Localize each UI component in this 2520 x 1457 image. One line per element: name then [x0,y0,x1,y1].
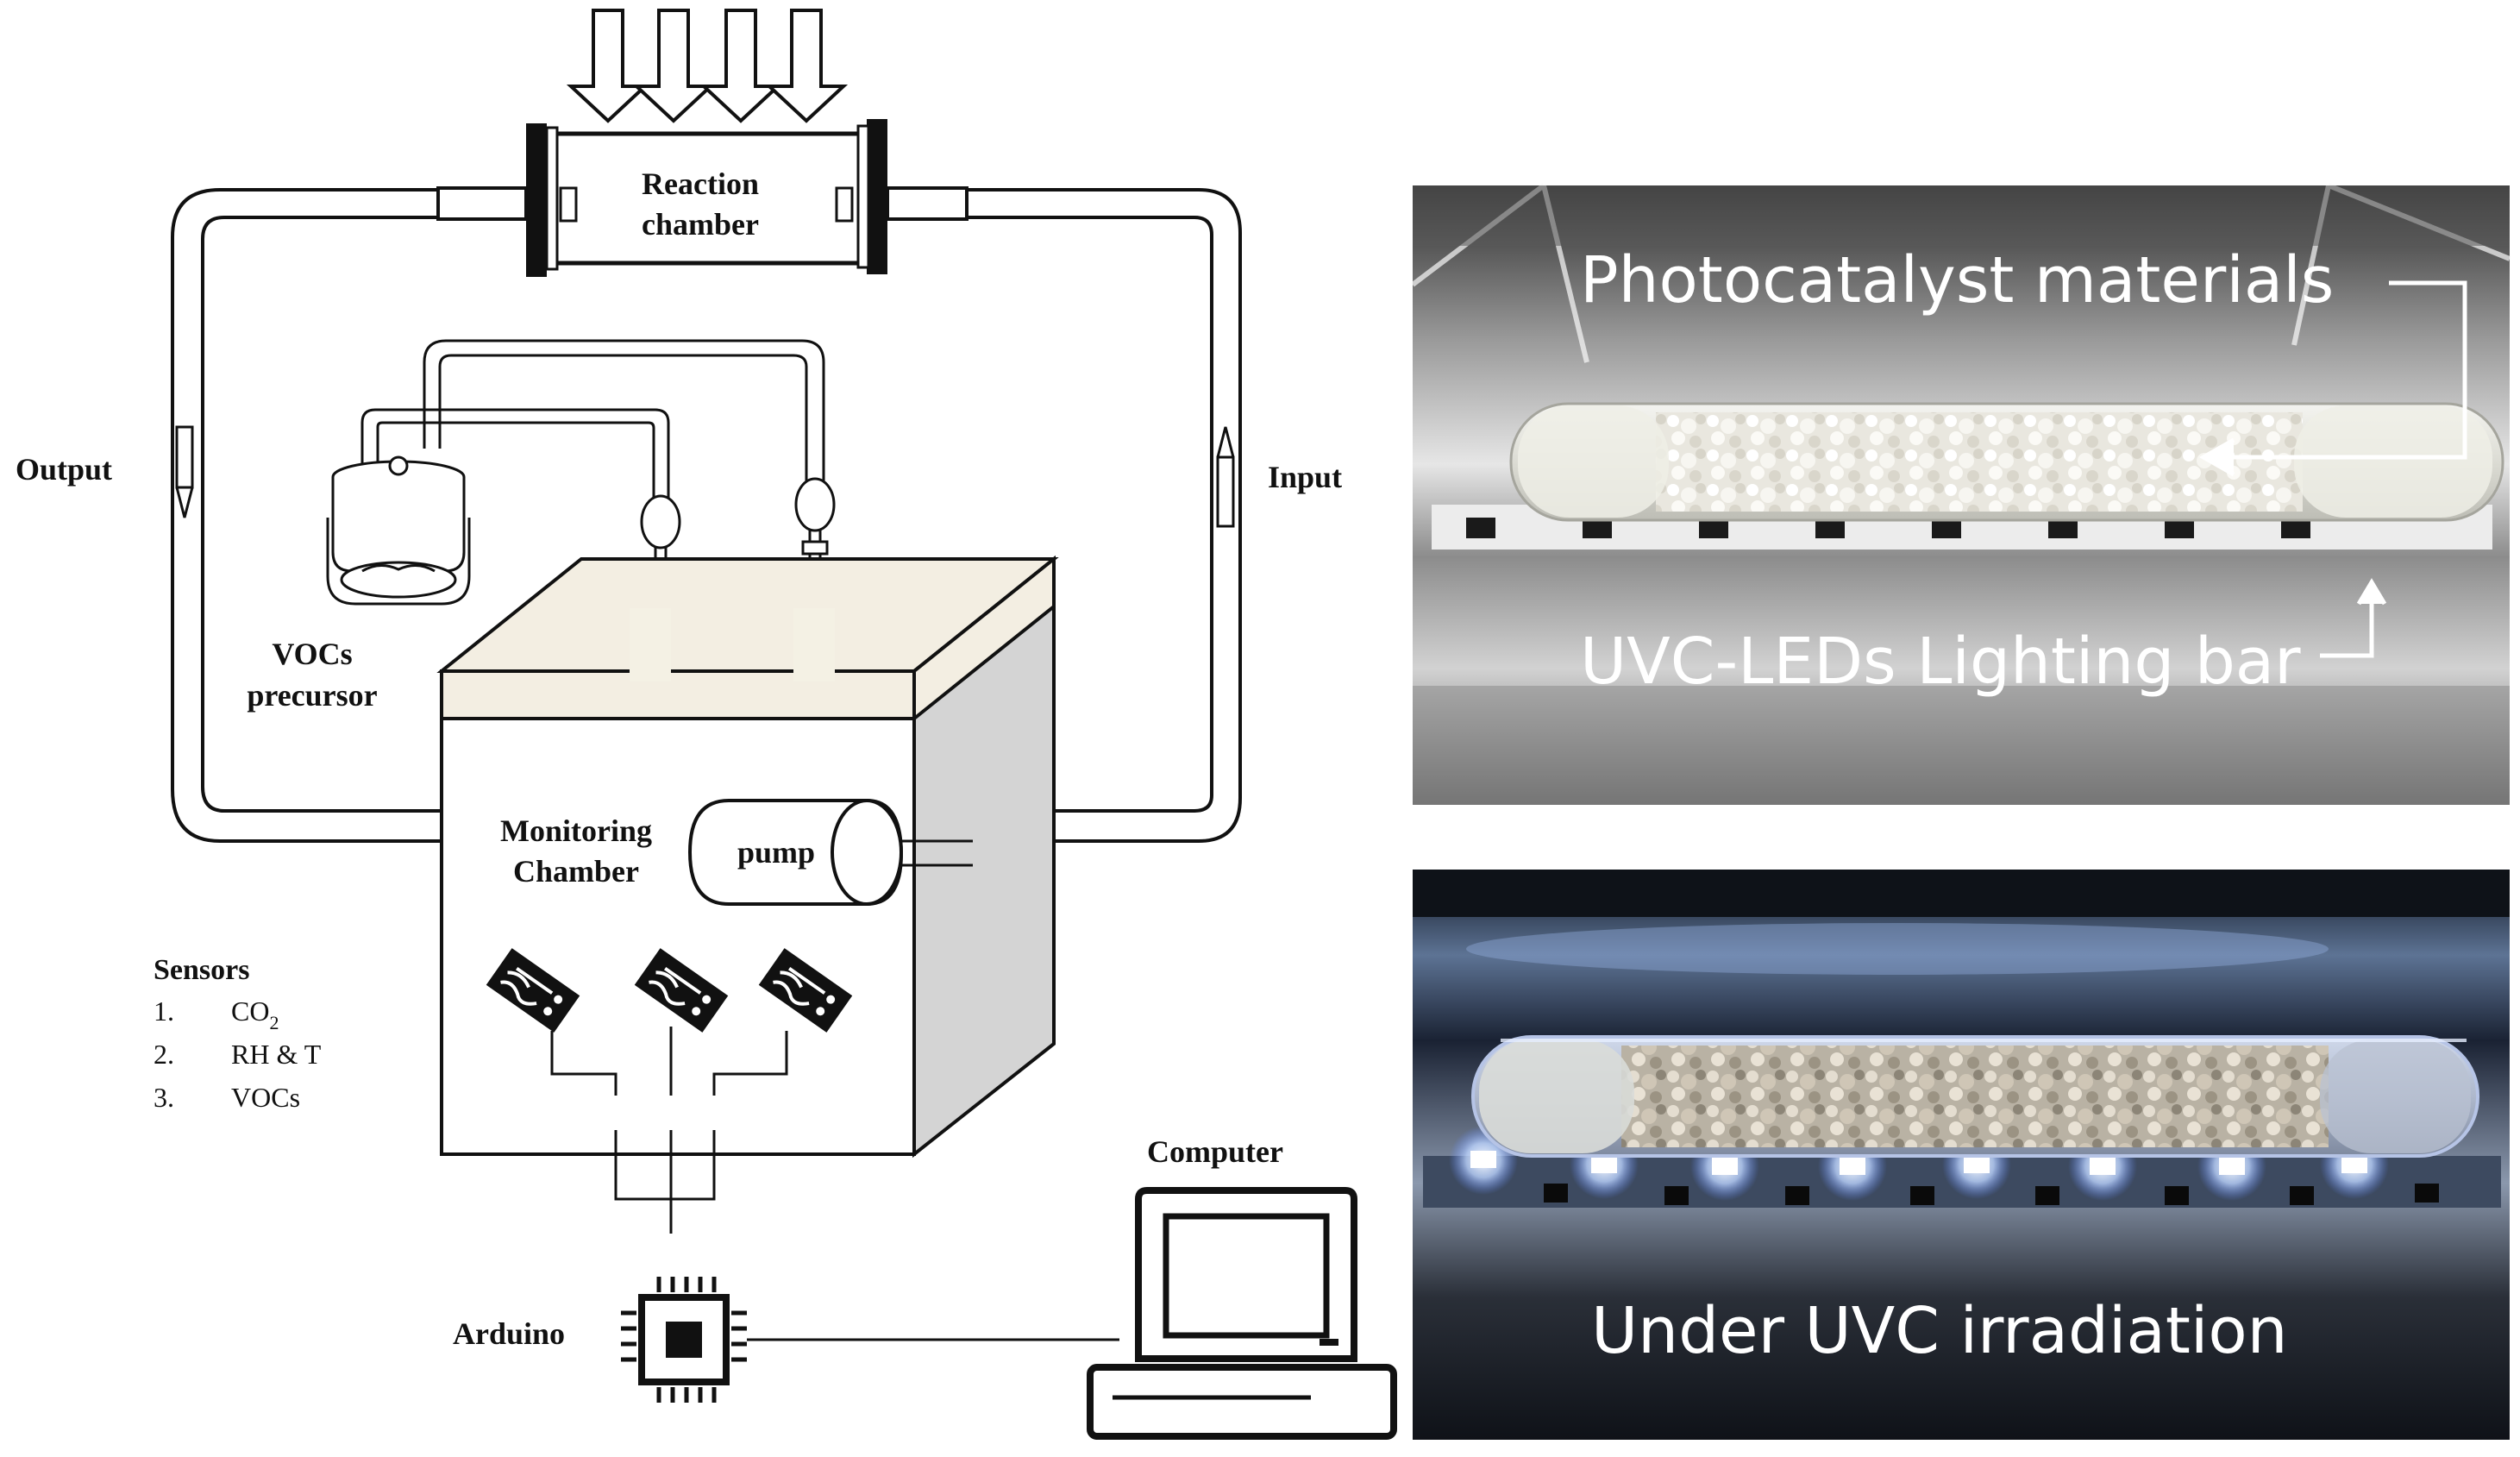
sensor-item-2-label: RH & T [231,1039,322,1070]
sensor-chips [486,948,853,1033]
sensors-list: Sensors 1. CO2 2. RH & T 3. VOCs [154,954,322,1113]
sensor-item-2-number: 2. [154,1039,174,1070]
sensor-wiring [550,1027,788,1234]
reaction-chamber [526,119,887,277]
photo-photocatalyst-setup: Photocatalyst materials UVC-LEDs Lightin… [1411,183,2511,805]
vocs-precursor-label-line1: VOCs [272,637,352,671]
monitoring-chamber [436,555,1059,1159]
sensor-item-3-number: 3. [154,1082,174,1113]
vocs-precursor-label-line2: precursor [247,678,377,713]
left-connector [436,186,528,221]
pump-label: pump [737,835,815,870]
photo-under-uvc-irradiation: Under UVC irradiation [1413,870,2510,1440]
input-tube [967,188,1242,843]
monitoring-chamber-label-line1: Monitoring [500,813,652,848]
sensors-title: Sensors [154,954,249,986]
computer-icon [1087,1187,1397,1440]
arduino-label: Arduino [453,1316,565,1351]
pump [687,799,904,906]
sensor-item-1-label: CO2 [231,995,279,1033]
output-tube [171,188,442,843]
sensor-chip-rh-t [634,948,729,1033]
input-label: Input [1268,460,1342,494]
pump-outlet [901,839,973,867]
right-connector [886,186,969,221]
reaction-chamber-label-line2: chamber [642,207,759,242]
sensor-chip-co2 [486,948,580,1033]
sensor-chip-vocs [758,948,853,1033]
computer-label: Computer [1147,1134,1283,1169]
sensor-item-3-label: VOCs [231,1082,300,1113]
monitoring-chamber-label-line2: Chamber [513,854,639,889]
vocs-precursor-vessel [326,339,825,606]
output-label: Output [16,452,112,487]
uvc-leds-lighting-bar-label: UVC-LEDs Lighting bar [1580,625,2301,699]
arduino-chip [621,1277,747,1403]
photocatalyst-materials-label: Photocatalyst materials [1580,243,2334,317]
light-arrows [566,9,849,123]
schematic-diagram: Reaction chamber Output Input [16,9,1397,1440]
under-uvc-irradiation-label: Under UVC irradiation [1591,1294,2288,1368]
sensor-item-1-number: 1. [154,995,174,1027]
reaction-chamber-label-line1: Reaction [642,166,759,201]
